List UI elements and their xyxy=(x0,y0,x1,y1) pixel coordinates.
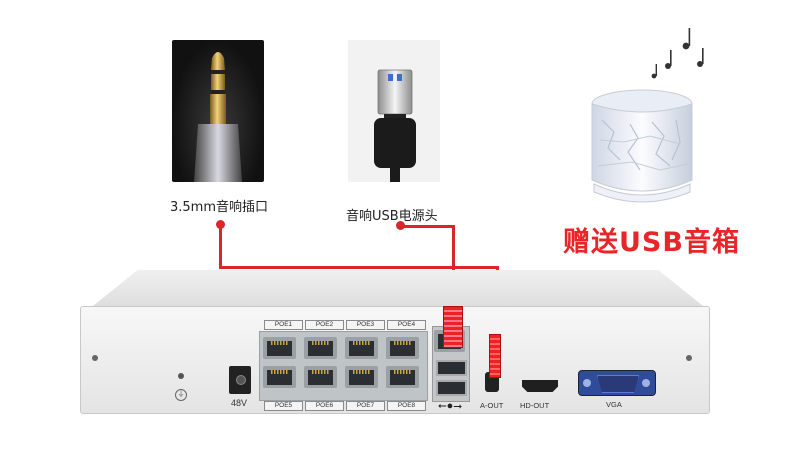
poe-port-6 xyxy=(304,366,337,388)
audio-plug-icon xyxy=(194,52,242,182)
poe-port-3 xyxy=(345,337,378,359)
nvr-top-panel xyxy=(88,270,708,310)
usb-plug-inserted xyxy=(443,306,463,348)
poe-label-5: POE5 xyxy=(264,401,303,411)
usb-head-caption: 音响USB电源头 xyxy=(346,209,438,224)
poe-port-8 xyxy=(386,366,419,388)
poe-port-4 xyxy=(386,337,419,359)
screw-icon xyxy=(92,355,98,361)
usb-port-2 xyxy=(436,380,467,396)
usb-plug-icon xyxy=(374,69,416,182)
poe-label-7: POE7 xyxy=(346,401,385,411)
vga-label: VGA xyxy=(606,400,622,409)
audio-jack-photo xyxy=(172,40,264,182)
ground-icon: ⏚ xyxy=(175,389,187,401)
audio-plug-inserted xyxy=(489,334,501,378)
usb-head-photo xyxy=(348,40,440,182)
usb-port-1 xyxy=(436,360,467,376)
screw-icon xyxy=(686,355,692,361)
poe-label-2: POE2 xyxy=(305,320,344,330)
aout-label: A-OUT xyxy=(480,401,504,410)
usb-symbol-icon: ⭠●⭢ xyxy=(437,400,463,412)
poe-label-4: POE4 xyxy=(387,320,426,330)
hdmi-label: HD-OUT xyxy=(520,401,550,410)
power-label: 48V xyxy=(231,398,248,408)
poe-label-6: POE6 xyxy=(305,401,344,411)
poe-port-5 xyxy=(263,366,296,388)
poe-port-7 xyxy=(345,366,378,388)
reset-hole-icon xyxy=(178,373,184,379)
poe-label-8: POE8 xyxy=(387,401,426,411)
poe-port-2 xyxy=(304,337,337,359)
poe-label-3: POE3 xyxy=(346,320,385,330)
hdmi-port xyxy=(522,380,558,392)
vga-port xyxy=(578,370,656,396)
speaker-icon xyxy=(591,28,704,203)
poe-port-1 xyxy=(263,337,296,359)
audio-jack-caption: 3.5mm音响插口 xyxy=(170,200,269,215)
usb-speaker-photo xyxy=(580,20,720,210)
poe-label-1: POE1 xyxy=(264,320,303,330)
jack-wire xyxy=(219,224,222,268)
usb-wire xyxy=(400,225,455,228)
free-speaker-promo: 赠送USB音箱 xyxy=(563,227,740,258)
power-jack xyxy=(229,366,251,394)
